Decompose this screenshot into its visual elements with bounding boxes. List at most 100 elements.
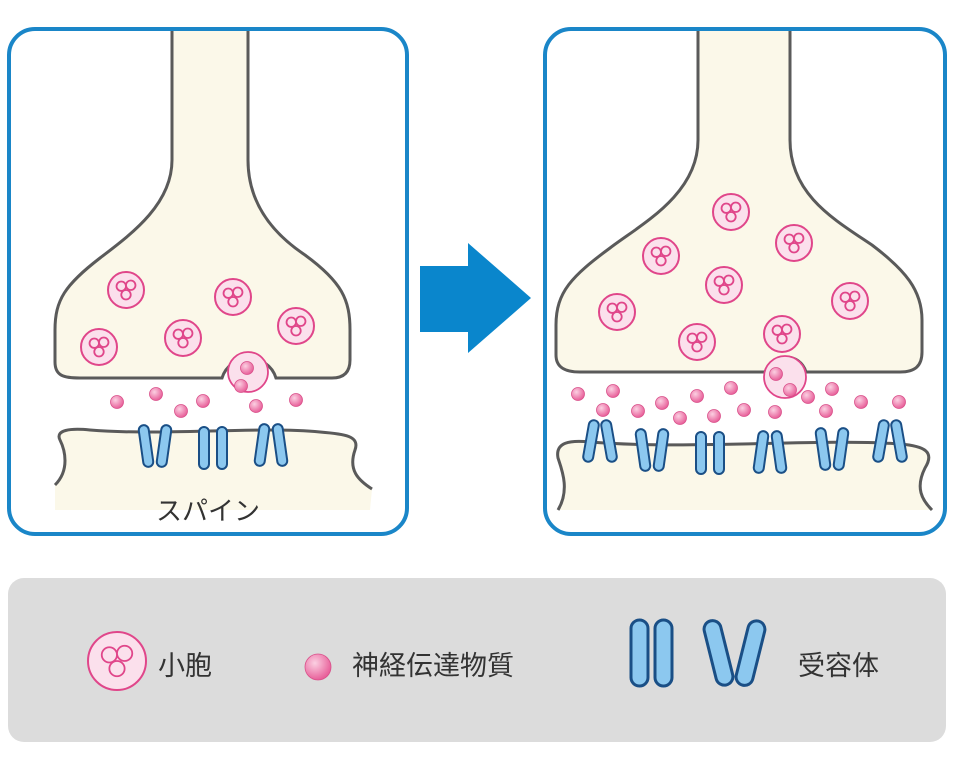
vesicle xyxy=(214,278,252,316)
transmitter-particle xyxy=(825,382,839,396)
receptor-subunit xyxy=(770,430,788,474)
transmitter-particle xyxy=(768,405,782,419)
transition-arrow xyxy=(420,243,531,353)
vesicle xyxy=(598,293,636,331)
receptor-subunit xyxy=(695,431,707,475)
receptor-subunit xyxy=(872,419,890,463)
receptor xyxy=(814,427,850,471)
vesicle-content xyxy=(723,274,735,286)
spine-outline xyxy=(556,439,934,512)
receptor xyxy=(752,430,788,474)
vesicle-content xyxy=(108,660,126,678)
vesicle-content xyxy=(849,290,861,302)
spine-label: スパイン xyxy=(156,497,260,527)
vesicle-content xyxy=(616,301,628,313)
transmitter-particle xyxy=(110,395,124,409)
receptor-subunit xyxy=(890,419,908,463)
legend-receptor-straight xyxy=(629,618,674,688)
vesicle xyxy=(763,315,801,353)
vesicle xyxy=(642,237,680,275)
transmitter-particle xyxy=(819,404,833,418)
receptor xyxy=(198,426,228,470)
transmitter-particle xyxy=(724,381,738,395)
receptor-subunit xyxy=(702,619,735,687)
vesicle-content xyxy=(100,646,118,664)
receptor xyxy=(137,424,173,468)
vesicle-content xyxy=(718,284,730,296)
receptor-subunit xyxy=(600,419,618,463)
vesicle-content xyxy=(730,201,742,213)
vesicle xyxy=(712,193,750,231)
vesicle xyxy=(705,266,743,304)
receptor-subunit xyxy=(713,431,725,475)
receptor xyxy=(582,419,618,463)
vesicle-content xyxy=(781,323,793,335)
vesicle-content xyxy=(776,333,788,345)
vesicle-content xyxy=(177,337,189,349)
transmitter-particle xyxy=(707,409,721,423)
receptor-subunit xyxy=(137,424,155,468)
receptor xyxy=(634,428,670,472)
vesicle-content xyxy=(227,296,239,308)
transmitter-particle xyxy=(234,379,248,393)
transmitter-particle xyxy=(304,653,332,681)
transmitter-particle xyxy=(769,367,783,381)
receptor-subunit xyxy=(155,424,173,468)
transmitter-particle xyxy=(673,411,687,425)
vesicle-content xyxy=(788,242,800,254)
vesicle xyxy=(87,631,147,691)
vesicle xyxy=(831,282,869,320)
panel-after xyxy=(543,27,947,536)
transmitter-particle xyxy=(737,403,751,417)
receptor-subunit xyxy=(253,423,271,467)
transmitter-particle xyxy=(655,396,669,410)
vesicle-content xyxy=(93,346,105,358)
transmitter-particle xyxy=(690,389,704,403)
receptor-subunit xyxy=(832,427,850,471)
vesicle-content xyxy=(116,644,134,662)
transmitter-particle xyxy=(289,393,303,407)
spine xyxy=(55,429,372,510)
vesicle-content xyxy=(696,331,708,343)
vesicle xyxy=(80,328,118,366)
legend-receptor-label: 受容体 xyxy=(798,651,879,682)
receptor-subunit xyxy=(653,618,674,688)
vesicle-content xyxy=(232,286,244,298)
receptor-subunit xyxy=(198,426,210,470)
vesicle xyxy=(277,307,315,345)
vesicle-content xyxy=(844,300,856,312)
vesicle-content xyxy=(611,311,623,323)
vesicle-content xyxy=(290,325,302,337)
vesicle-content xyxy=(725,211,737,223)
legend-box xyxy=(8,578,946,742)
receptor-subunit xyxy=(582,419,600,463)
receptor-subunit xyxy=(652,428,670,472)
legend-vesicle-label: 小胞 xyxy=(158,651,212,682)
vesicle xyxy=(775,224,813,262)
vesicle xyxy=(164,319,202,357)
vesicle-content xyxy=(125,279,137,291)
vesicle-content xyxy=(660,245,672,257)
transmitter-particle xyxy=(596,403,610,417)
receptor xyxy=(253,423,289,467)
transmitter-particle xyxy=(240,361,254,375)
receptor-subunit xyxy=(629,618,650,688)
receptor-subunit xyxy=(216,426,228,470)
vesicle-content xyxy=(793,232,805,244)
transmitter-particle xyxy=(631,404,645,418)
receptor-subunit xyxy=(271,423,289,467)
transmitter-particle xyxy=(892,395,906,409)
vesicle-content xyxy=(182,327,194,339)
receptor xyxy=(872,419,908,463)
legend-receptor-tilted xyxy=(702,619,767,687)
vesicle-content xyxy=(120,289,132,301)
vesicle-content xyxy=(98,336,110,348)
receptor-subunit xyxy=(752,430,770,474)
panel-before-contents xyxy=(80,271,315,470)
transmitter-particle xyxy=(249,399,263,413)
panel-after-contents xyxy=(571,193,908,475)
transmitter-particle xyxy=(174,404,188,418)
vesicle-content xyxy=(691,341,703,353)
vesicle-content xyxy=(655,255,667,267)
